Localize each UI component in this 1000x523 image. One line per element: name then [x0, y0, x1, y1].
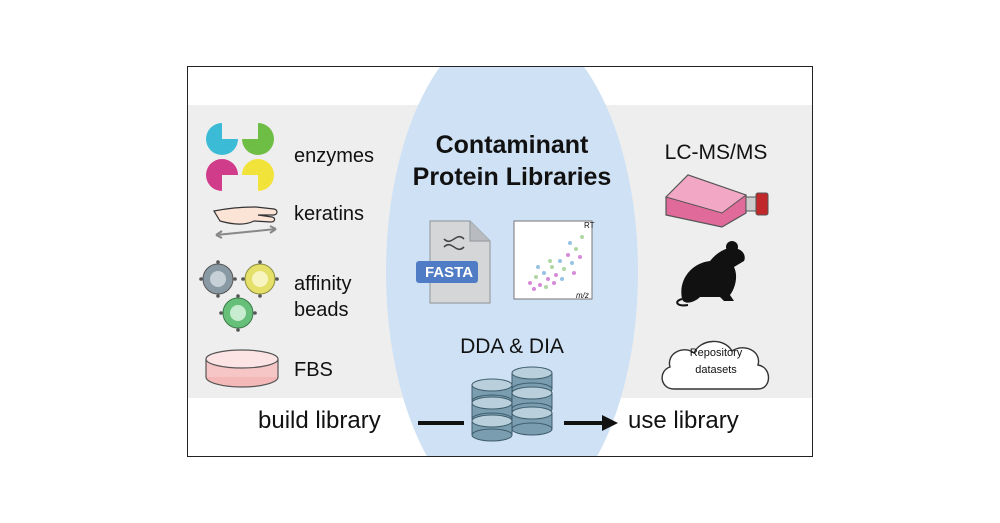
lcmsms-label: LC-MS/MS [664, 141, 768, 164]
beads-icon [199, 260, 279, 332]
affinity-label: affinity [294, 273, 352, 295]
dda-dia-label: DDA & DIA [460, 335, 564, 358]
keratins-label: keratins [294, 203, 365, 225]
fbs-label: FBS [294, 359, 333, 381]
cloud-label-line1: Repository [689, 347, 743, 359]
scatter-xlabel: m/z [576, 291, 589, 300]
database-icon [471, 366, 553, 442]
hand-icon [213, 206, 278, 239]
flow-arrow [418, 415, 618, 431]
scatter-plot-icon [513, 220, 593, 300]
cell-flask-icon [665, 174, 769, 228]
beads-label: beads [294, 299, 349, 321]
title-line2: Protein Libraries [412, 163, 612, 191]
cloud-icon [661, 340, 770, 390]
fasta-label: FASTA [424, 264, 474, 281]
petri-dish-icon [205, 349, 279, 388]
diagram-frame: enzymes keratins affinity beads FBS Cont… [187, 66, 813, 457]
cloud-label-line2: datasets [695, 364, 737, 376]
title-line1: Contaminant [435, 131, 589, 159]
enzymes-label: enzymes [294, 145, 375, 167]
use-library-label: use library [628, 407, 739, 434]
build-library-label: build library [258, 407, 381, 434]
scatter-ylabel: RT [584, 221, 595, 230]
enzymes-icon [206, 123, 274, 191]
mouse-icon [676, 241, 745, 307]
fasta-file-icon [416, 220, 491, 304]
